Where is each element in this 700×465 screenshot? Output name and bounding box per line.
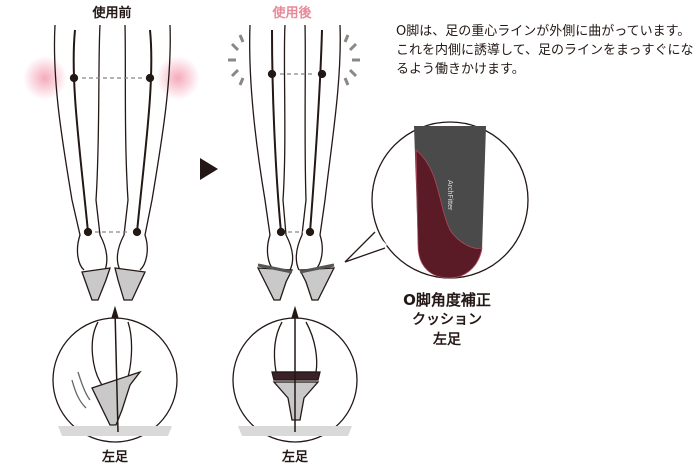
product-name-line1: O脚角度補正 — [403, 291, 491, 309]
before-legs — [23, 24, 200, 301]
product-caption: O脚角度補正 クッション 左足 — [380, 290, 514, 350]
pain-glow-right — [156, 56, 200, 100]
before-foot-detail — [52, 305, 178, 443]
description-text: O脚は、足の重心ラインが外側に曲がっています。これを内側に誘導して、足のラインを… — [396, 24, 694, 77]
insole-logo: ArchFitter — [446, 180, 453, 211]
before-label: 使用前 — [92, 6, 132, 21]
after-legs — [228, 24, 360, 301]
after-foot-detail — [232, 305, 358, 443]
product-side: 左足 — [433, 332, 461, 348]
relief-marks-right — [343, 34, 360, 86]
after-label: 使用後 — [272, 6, 312, 21]
pain-glow-left — [23, 56, 67, 100]
left-foot-before-label: 左足 — [101, 450, 128, 465]
left-foot-after-label: 左足 — [281, 450, 308, 465]
product-name-line2: クッション — [412, 312, 482, 328]
relief-marks-left — [228, 34, 245, 86]
play-arrow-icon — [200, 158, 218, 180]
insole-bubble: ArchFitter — [344, 121, 529, 279]
